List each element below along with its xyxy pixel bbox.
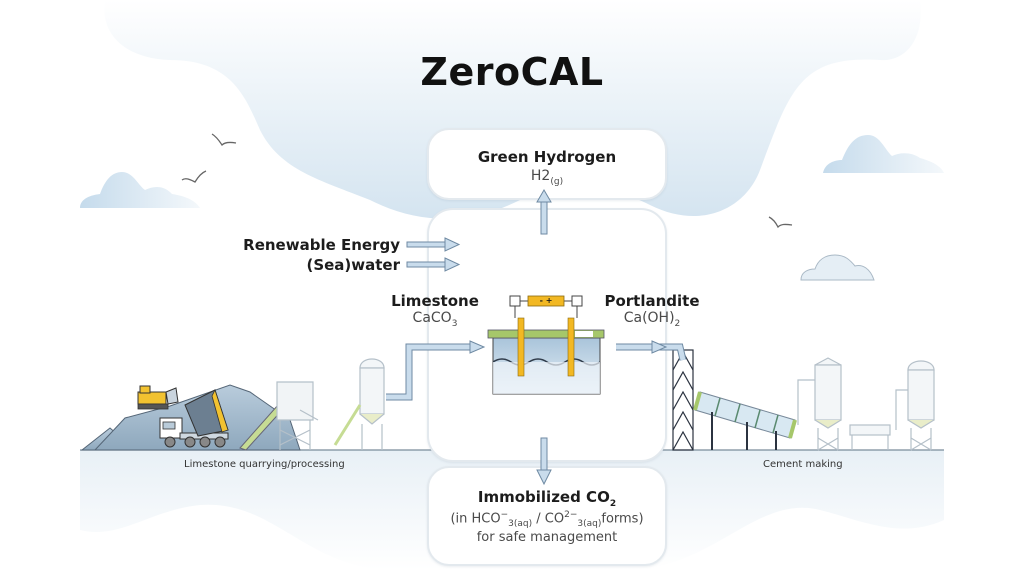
caption-limestone-quarrying: Limestone quarrying/processing (184, 459, 345, 470)
hydrogen-formula: H2(g) (429, 168, 665, 187)
bird-icon (211, 133, 237, 147)
co2-forms-line: (in HCO−3(aq) / CO2−3(aq)forms) (429, 510, 665, 529)
renewable-energy-label: Renewable Energy (243, 236, 400, 254)
arrow-portlandite-output (616, 340, 687, 361)
limestone-formula: CaCO3 (385, 310, 485, 329)
limestone-label: Limestone CaCO3 (385, 292, 485, 329)
portlandite-name: Portlandite (604, 292, 700, 310)
title-text: Immobilized CO (477, 488, 610, 506)
electrolyzer-icon (487, 295, 605, 395)
formula-text: CaCO (412, 310, 452, 326)
formula-text: H (530, 168, 542, 184)
formula-state: (g) (550, 176, 564, 187)
cloud-right-top (823, 135, 944, 173)
formula-subscript: 2 (674, 318, 681, 329)
cement-tower-1 (797, 357, 842, 451)
text: / CO (532, 511, 565, 527)
page-title: ZeroCAL (420, 50, 604, 94)
formula-subscript: 2 (541, 168, 551, 184)
portlandite-formula: Ca(OH)2 (597, 310, 707, 329)
formula-text: Ca(OH) (623, 310, 675, 326)
cloud-left (80, 172, 200, 208)
bird-icon (181, 170, 207, 183)
arrow-seawater (406, 257, 461, 272)
state: 3(aq) (508, 518, 533, 529)
text: (in HCO (450, 511, 501, 527)
bird-icon (768, 216, 793, 229)
polarity-label: - + (539, 296, 553, 305)
rotary-kiln (693, 391, 797, 450)
silo-left (333, 358, 385, 450)
arrow-limestone-feed (386, 340, 486, 401)
processing-plant (276, 381, 319, 450)
limestone-name: Limestone (391, 292, 479, 310)
top-sky-cloud (104, 0, 921, 219)
cloud-right-small (800, 254, 875, 281)
immobilized-co2-title: Immobilized CO2 (429, 488, 665, 509)
charge: 2− (564, 510, 578, 520)
safe-management-line: for safe management (476, 530, 618, 545)
cement-tower-2 (907, 360, 935, 451)
bulldozer-icon (137, 385, 179, 410)
immobilized-co2-box: Immobilized CO2 (in HCO−3(aq) / CO2−3(aq… (427, 466, 667, 566)
state: 3(aq) (577, 518, 602, 529)
arrow-up-hydrogen (536, 189, 552, 235)
dump-truck-icon (159, 388, 229, 448)
arrow-renewable-energy (406, 237, 461, 252)
seawater-label: (Sea)water (306, 256, 400, 274)
arrow-down-co2 (536, 437, 552, 486)
green-hydrogen-box: Green Hydrogen H2(g) (427, 128, 667, 200)
green-hydrogen-title: Green Hydrogen (477, 148, 617, 166)
text: forms) (601, 511, 644, 527)
charge: − (500, 510, 509, 520)
title-subscript: 2 (609, 499, 617, 509)
formula-subscript: 3 (451, 318, 458, 329)
cement-connector (849, 389, 908, 450)
caption-cement-making: Cement making (763, 459, 843, 470)
portlandite-label: Portlandite Ca(OH)2 (597, 292, 707, 329)
